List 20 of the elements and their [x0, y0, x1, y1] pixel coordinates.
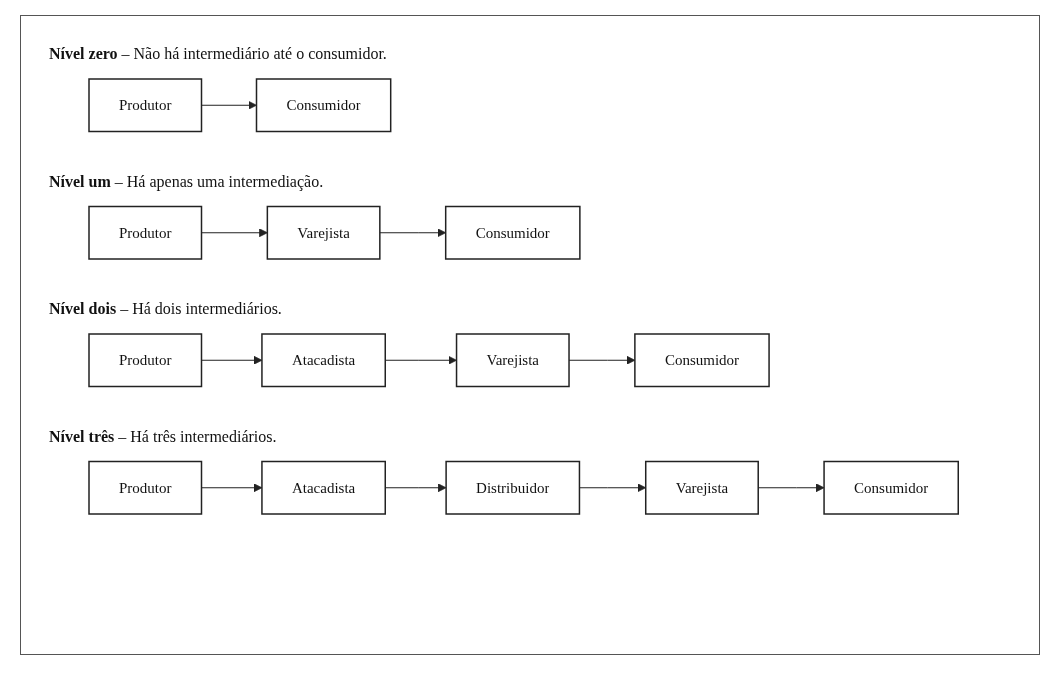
node-box: Produtor — [88, 460, 203, 515]
level-heading: Nível dois – Há dois intermediários. — [49, 300, 282, 318]
level-heading: Nível zero – Não há intermediário até o consumidor. — [49, 45, 387, 63]
node-box: Atacadista — [261, 333, 386, 388]
node-box: Atacadista — [261, 460, 386, 515]
node-box: Consumidor — [634, 333, 770, 388]
node-box: Produtor — [88, 205, 203, 260]
node-box: Varejista — [455, 333, 570, 388]
node-box: Consumidor — [823, 460, 959, 515]
node-box: Consumidor — [444, 205, 581, 260]
level-heading: Nível um – Há apenas uma intermediação. — [49, 172, 324, 191]
node-box: Produtor — [88, 333, 203, 388]
node-box: Varejista — [266, 205, 381, 260]
node-box: Varejista — [645, 460, 759, 515]
arrow — [201, 228, 268, 238]
arrow — [201, 100, 257, 110]
node-box: Distribuidor — [445, 460, 581, 515]
node-box: Produtor — [88, 78, 203, 133]
node-box: Consumidor — [255, 78, 392, 133]
level-heading: Nível três – Há três intermediários. — [49, 427, 277, 446]
